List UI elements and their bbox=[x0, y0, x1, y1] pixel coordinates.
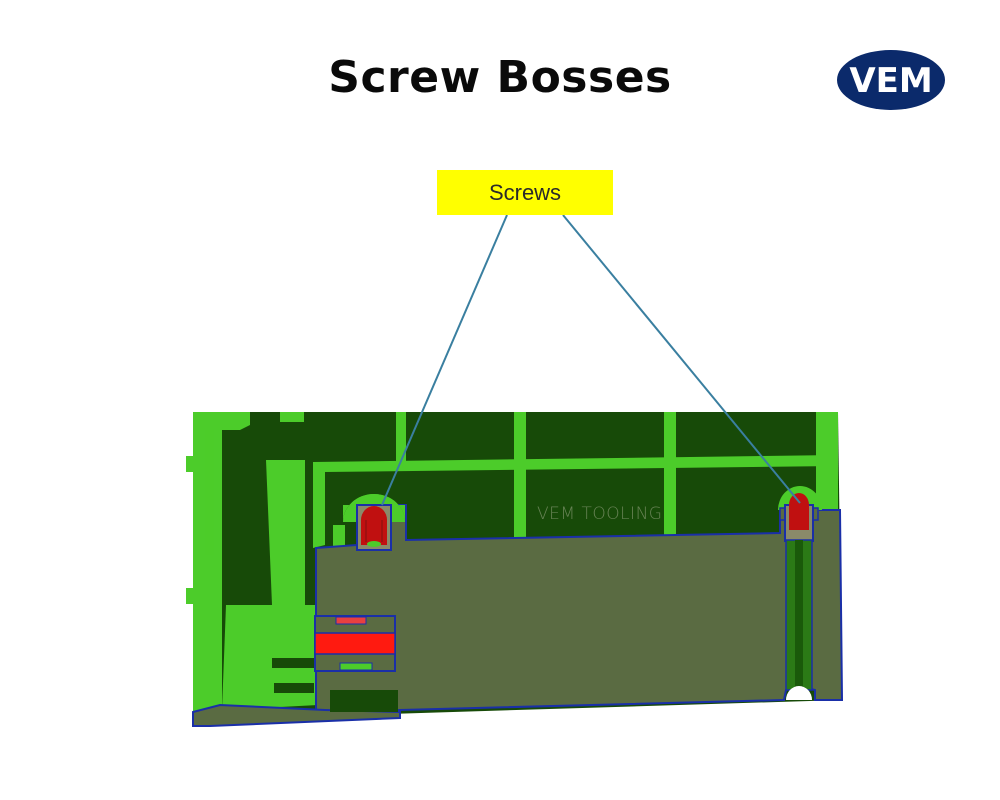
leader-left bbox=[381, 214, 508, 506]
section-body bbox=[192, 504, 844, 727]
svg-text:VEM: VEM bbox=[849, 61, 932, 101]
grid-ribs bbox=[313, 412, 838, 548]
callout-leaders bbox=[381, 214, 801, 506]
left-screw-boss bbox=[343, 494, 405, 551]
vem-logo: VEM bbox=[837, 50, 945, 110]
insert-pocket bbox=[314, 615, 396, 672]
callout-label: Screws bbox=[488, 179, 562, 205]
screws-callout: Screws bbox=[437, 170, 613, 215]
left-wall bbox=[186, 412, 318, 720]
leader-right bbox=[562, 214, 801, 504]
right-screw-boss bbox=[778, 486, 822, 700]
page-title: Screw Bosses bbox=[328, 52, 672, 103]
watermark: VEM TOOLING bbox=[537, 504, 663, 524]
